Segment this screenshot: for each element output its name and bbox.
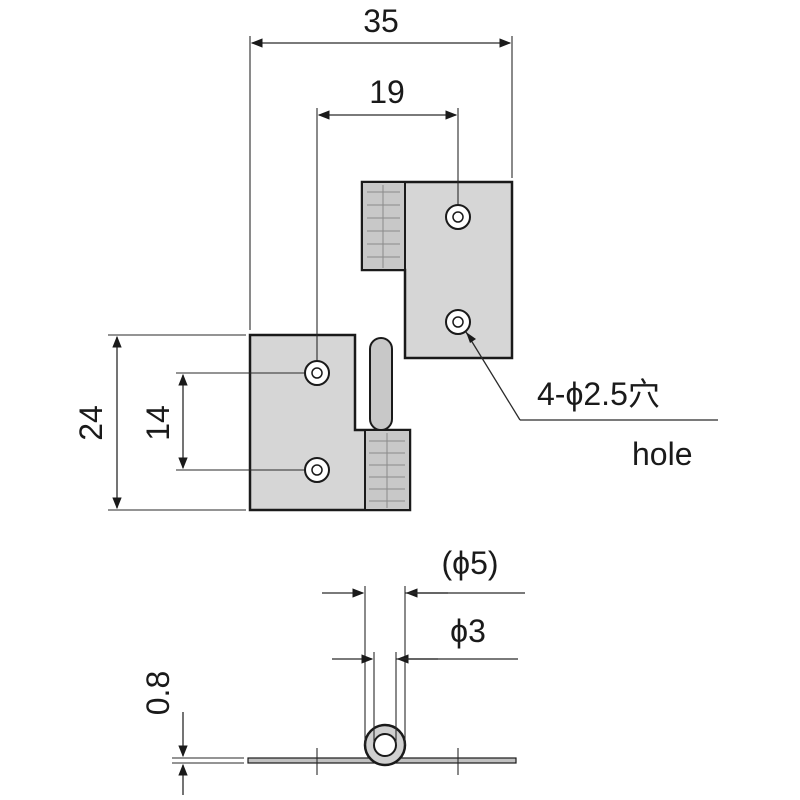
dimension-hole-spacing-vertical: 14: [140, 372, 304, 471]
hinge-side-view: [247, 723, 517, 775]
hole-spacing-horizontal-label: 19: [369, 74, 405, 110]
plate-thickness-label: 0.8: [140, 671, 176, 715]
dimension-leaf-height: 24: [73, 334, 246, 511]
knuckle-diameter-label: (ϕ5): [441, 545, 498, 581]
dimension-hole-spacing-horizontal: 19: [316, 74, 459, 360]
dimension-pin-diameter: ϕ3: [332, 613, 518, 745]
dimension-knuckle-diameter: (ϕ5): [322, 545, 525, 745]
leaf-height-label: 24: [73, 405, 109, 441]
lower-hinge-leaf: [248, 333, 412, 512]
dimension-overall-width: 35: [249, 3, 513, 330]
hole-callout-english-label: hole: [632, 436, 693, 472]
hole-spacing-vertical-label: 14: [140, 405, 176, 441]
lower-leaf-top-hole: [304, 360, 330, 386]
upper-leaf-bottom-hole: [445, 309, 471, 335]
hole-callout: 4-ϕ2.5穴 hole: [465, 331, 718, 472]
upper-leaf-top-hole: [445, 204, 471, 230]
pin-diameter-label: ϕ3: [450, 613, 486, 649]
knuckle-cross-section: [363, 723, 407, 767]
lower-leaf-bottom-hole: [304, 457, 330, 483]
upper-hinge-leaf: [360, 180, 514, 360]
dimension-plate-thickness: 0.8: [140, 671, 244, 795]
hole-callout-label: 4-ϕ2.5穴: [537, 376, 660, 412]
overall-width-label: 35: [363, 3, 399, 39]
